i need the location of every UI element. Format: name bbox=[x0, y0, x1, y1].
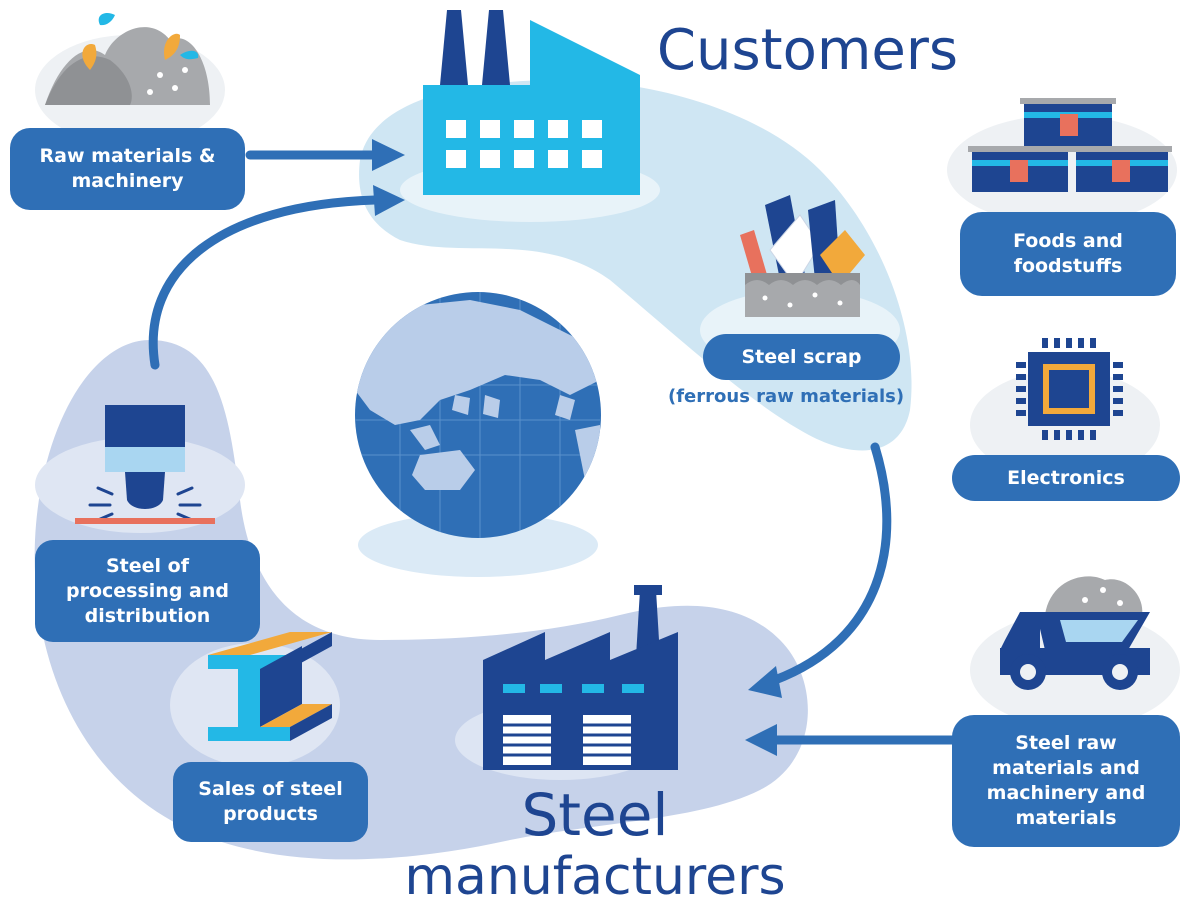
cutting-tool-icon bbox=[75, 405, 215, 524]
foods-label: Foods and foodstuffs bbox=[960, 212, 1176, 296]
electronics-label: Electronics bbox=[952, 455, 1180, 501]
scrap-bin-icon bbox=[740, 195, 865, 317]
flow-arrows bbox=[148, 150, 960, 745]
customers-title: Customers bbox=[656, 18, 959, 83]
arrow-heads bbox=[372, 139, 782, 756]
canned-food-icon bbox=[968, 98, 1172, 192]
steel-raw-materials-label: Steel raw materials and machinery and ma… bbox=[952, 715, 1180, 847]
processing-to-customers-arrow bbox=[148, 195, 380, 370]
steel-manufacturers-title-line1: Steel bbox=[521, 781, 669, 849]
dump-truck-icon bbox=[1000, 576, 1150, 690]
customer-factory-icon bbox=[423, 10, 640, 195]
raw-materials-label: Raw materials & machinery bbox=[10, 128, 245, 210]
sales-label: Sales of steel products bbox=[173, 762, 368, 842]
steel-beam-icon bbox=[208, 632, 332, 741]
steel-plant-icon bbox=[483, 585, 678, 770]
raw-materials-pile-icon bbox=[45, 13, 210, 105]
steel-manufacturers-title-line2: manufacturers bbox=[404, 847, 786, 907]
steel-scrap-label: Steel scrap bbox=[703, 334, 900, 380]
chip-icon bbox=[1016, 338, 1123, 440]
scrap-to-manufacturers-arrow bbox=[770, 442, 892, 685]
processing-label: Steel of processing and distribution bbox=[35, 540, 260, 642]
globe-icon bbox=[355, 292, 601, 538]
steel-scrap-subtitle: (ferrous raw materials) bbox=[668, 386, 905, 407]
